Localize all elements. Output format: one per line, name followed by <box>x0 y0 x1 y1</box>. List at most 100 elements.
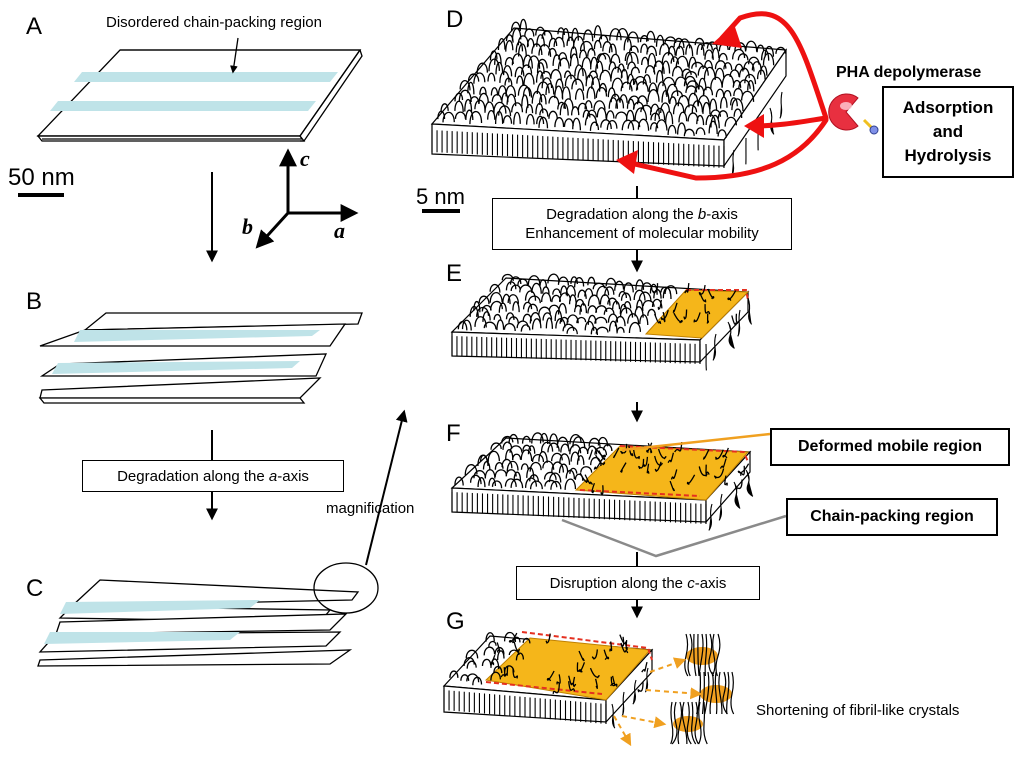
magnification-label: magnification <box>326 500 415 517</box>
chain-fold <box>688 56 697 69</box>
chain-fold <box>592 282 606 290</box>
mobile-chain <box>660 309 669 321</box>
chain-fold <box>548 47 557 57</box>
chain-fold <box>505 469 517 477</box>
chain-fold <box>539 432 549 445</box>
chain-fold <box>527 295 541 304</box>
chain-fold <box>503 631 517 643</box>
dashed-edge-g <box>521 631 653 661</box>
chain-fold <box>522 301 533 310</box>
chain-fold <box>550 480 562 490</box>
panel-label-e: E <box>446 260 463 287</box>
panel-f-chain-stems <box>451 469 754 531</box>
chain-fold <box>488 477 497 487</box>
chain-fold <box>586 86 596 100</box>
mobile-chain <box>508 632 518 644</box>
chain-fold <box>449 670 459 678</box>
mobile-chain <box>718 493 723 521</box>
mobile-chain <box>500 667 506 678</box>
chain-fold <box>597 52 611 64</box>
chain-fold <box>488 58 500 72</box>
chain-fold <box>740 90 755 102</box>
mobile-chain <box>637 682 644 693</box>
chain-fold <box>569 444 582 455</box>
chain-fold <box>619 307 634 318</box>
chain-fold <box>524 28 535 37</box>
chain-fold <box>686 80 700 90</box>
chain-fold <box>552 288 561 295</box>
mobile-chain <box>579 472 589 484</box>
chain-fold <box>487 450 500 463</box>
chain-fold <box>667 45 676 56</box>
chain-fold <box>506 460 519 472</box>
fragment-chain <box>730 671 735 715</box>
mobile-chain <box>504 666 509 677</box>
chain-fold <box>610 53 621 63</box>
chain-fold <box>710 114 720 129</box>
chain-fold <box>512 636 521 643</box>
chain-fold <box>724 116 737 127</box>
chain-fold <box>673 37 685 49</box>
chain-fold <box>479 454 488 463</box>
mobile-chain <box>589 667 600 679</box>
chain-fold <box>531 282 542 294</box>
chain-fold <box>526 37 535 48</box>
chain-fold <box>493 313 502 321</box>
chain-fold <box>656 81 667 95</box>
chain-fold <box>507 294 520 304</box>
mobile-chain <box>651 283 659 294</box>
chain-fold <box>531 432 544 444</box>
fragment-chain <box>686 701 692 745</box>
chain-fold <box>646 30 656 43</box>
chain-fold <box>473 72 486 84</box>
chain-fold <box>566 326 578 335</box>
chain-fold <box>647 89 660 103</box>
chain-fold <box>479 86 487 95</box>
chain-fold <box>466 660 477 669</box>
chain-fold <box>670 56 679 65</box>
chain-fold <box>596 285 610 297</box>
chain-fold <box>557 303 567 315</box>
chain-fold <box>660 286 671 294</box>
chain-fold <box>536 34 545 47</box>
chain-fold <box>511 102 524 113</box>
panel-g-chain-folds <box>449 631 648 694</box>
chain-fold <box>744 73 757 85</box>
chain-fold <box>603 307 615 315</box>
fragment-chain <box>694 701 700 745</box>
fragment-chain <box>698 633 704 677</box>
chain-fold <box>684 70 698 79</box>
chain-fold <box>556 436 570 449</box>
chain-fold <box>497 37 506 51</box>
chain-fold <box>473 300 481 313</box>
chain-fold <box>589 121 600 131</box>
chain-fold <box>586 109 597 119</box>
chain-fold <box>649 283 658 295</box>
mobile-chain <box>643 456 649 468</box>
chain-fold <box>570 276 578 284</box>
fragment-chain <box>709 671 714 715</box>
fragment-chain <box>704 633 708 677</box>
chain-fold <box>626 51 639 65</box>
mobile-chain <box>737 309 741 337</box>
chain-fold <box>489 300 503 311</box>
chain-fold <box>502 441 513 450</box>
chain-fold <box>440 103 449 113</box>
chain-packing-region-box: Chain-packing region <box>786 498 998 536</box>
mobile-chain <box>584 474 594 485</box>
chain-fold <box>734 63 744 72</box>
shortening-label: Shortening of fibril-like crystals <box>756 702 960 719</box>
chain-fold <box>520 449 533 461</box>
chain-fold <box>590 326 598 336</box>
mobile-chain <box>632 679 637 705</box>
mobile-chain <box>719 458 727 469</box>
chain-fold <box>576 316 587 324</box>
chain-fold <box>630 66 640 75</box>
chain-fold <box>562 28 570 42</box>
chain-fold <box>674 76 688 86</box>
chain-fold <box>502 293 511 305</box>
mobile-chain <box>669 480 675 492</box>
panel-d-chain-stems <box>431 91 783 177</box>
chain-fold <box>519 284 533 293</box>
chain-fold <box>542 460 555 470</box>
